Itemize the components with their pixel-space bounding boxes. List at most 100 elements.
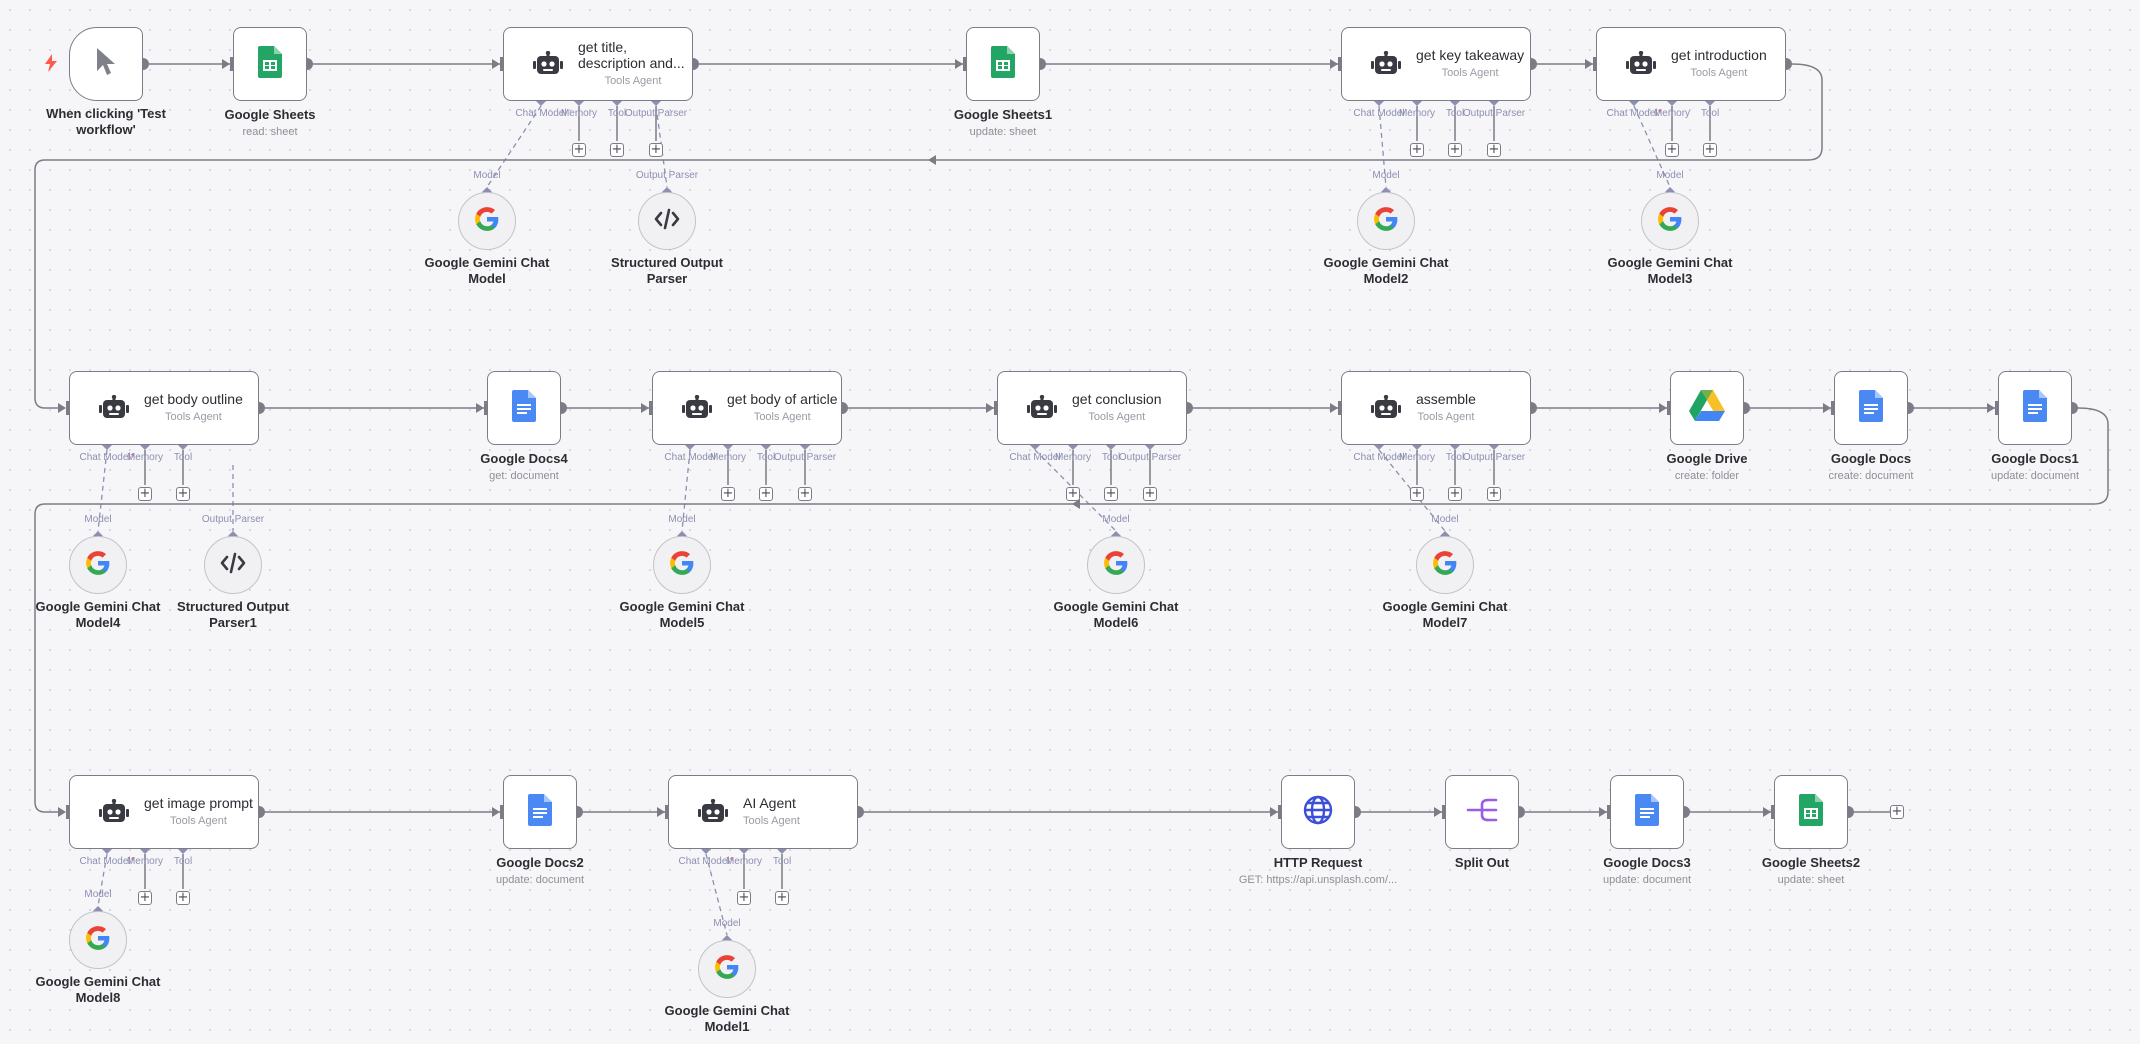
parser0-subnode[interactable]	[638, 192, 696, 250]
node-title: get image prompt	[144, 795, 253, 811]
port-label-text: Output Parser	[1462, 452, 1526, 463]
gem7-subnode[interactable]	[1416, 536, 1474, 594]
add-subnode-button[interactable]: +	[649, 142, 663, 157]
gem1-subnode[interactable]	[698, 940, 756, 998]
add-subnode-button[interactable]: +	[1143, 486, 1157, 501]
input-handle[interactable]	[1667, 401, 1671, 415]
input-handle[interactable]	[66, 805, 70, 819]
robot-icon	[1024, 395, 1060, 421]
docs-node[interactable]	[1834, 371, 1908, 445]
port-label: Output Parser	[635, 170, 699, 181]
docs1-node[interactable]	[1998, 371, 2072, 445]
gem6-subnode[interactable]	[1087, 536, 1145, 594]
gem5-subnode[interactable]	[653, 536, 711, 594]
node-title: Google Gemini Chat Model7	[1382, 599, 1508, 630]
port-label-text: Output Parser	[1462, 108, 1526, 119]
node-subtitle: update: sheet	[969, 126, 1037, 138]
add-subnode-button[interactable]: +	[759, 486, 773, 501]
arrow-head	[1270, 807, 1278, 817]
add-subnode-button[interactable]: +	[1410, 142, 1424, 157]
docs4-node[interactable]	[487, 371, 561, 445]
arrow-head	[58, 807, 66, 817]
gem2-subnode[interactable]	[1357, 192, 1415, 250]
add-subnode-button[interactable]: +	[176, 890, 190, 905]
docs2-node[interactable]	[503, 775, 577, 849]
subnode-connection	[1633, 105, 1671, 188]
port-label-text: Chat Model	[79, 452, 131, 463]
input-handle[interactable]	[665, 805, 669, 819]
add-subnode-button[interactable]: +	[1448, 142, 1462, 157]
required-mark: *	[130, 856, 135, 867]
docs3-node[interactable]	[1610, 775, 1684, 849]
input-handle[interactable]	[1442, 805, 1446, 819]
input-handle[interactable]	[500, 805, 504, 819]
google-g-icon	[85, 550, 111, 581]
add-subnode-button[interactable]: +	[1104, 486, 1118, 501]
input-handle[interactable]	[1831, 401, 1835, 415]
input-handle[interactable]	[1771, 805, 1775, 819]
port-label: Model	[84, 889, 112, 900]
add-subnode-button[interactable]: +	[1410, 486, 1424, 501]
add-subnode-button[interactable]: +	[610, 142, 624, 157]
required-mark: *	[130, 452, 135, 463]
sheets1-node[interactable]	[966, 27, 1040, 101]
node-title: Structured Output Parser	[611, 255, 723, 286]
port-label: Model	[713, 918, 741, 929]
input-handle[interactable]	[230, 57, 234, 71]
gem8-subnode[interactable]	[69, 911, 127, 969]
trigger-node[interactable]	[69, 27, 143, 101]
gem4-subnode[interactable]	[69, 536, 127, 594]
add-subnode-button[interactable]: +	[1487, 486, 1501, 501]
add-subnode-button[interactable]: +	[798, 486, 812, 501]
drive-node[interactable]	[1670, 371, 1744, 445]
input-handle[interactable]	[994, 401, 998, 415]
port-label-text: Memory	[709, 452, 747, 463]
add-subnode-button[interactable]: +	[1665, 142, 1679, 157]
sheets-node[interactable]	[233, 27, 307, 101]
input-handle[interactable]	[1995, 401, 1999, 415]
parser1-caption: Structured Output Parser1	[158, 599, 308, 631]
input-handle[interactable]	[1278, 805, 1282, 819]
parser1-subnode[interactable]	[204, 536, 262, 594]
input-handle[interactable]	[1593, 57, 1597, 71]
sheets2-node[interactable]	[1774, 775, 1848, 849]
input-handle[interactable]	[1338, 57, 1342, 71]
add-subnode-button[interactable]: +	[138, 890, 152, 905]
add-subnode-button[interactable]: +	[737, 890, 751, 905]
port-label-text: Output Parser	[773, 452, 837, 463]
input-handle[interactable]	[1338, 401, 1342, 415]
add-subnode-button[interactable]: +	[1066, 486, 1080, 501]
split-node[interactable]	[1445, 775, 1519, 849]
add-subnode-button[interactable]: +	[1487, 142, 1501, 157]
add-subnode-button[interactable]: +	[721, 486, 735, 501]
add-subnode-button[interactable]: +	[138, 486, 152, 501]
add-subnode-button[interactable]: +	[176, 486, 190, 501]
get-title-agent-node[interactable]: get title, description and...Tools Agent	[503, 27, 693, 101]
input-handle[interactable]	[649, 401, 653, 415]
add-subnode-button[interactable]: +	[1890, 804, 1904, 819]
add-subnode-button[interactable]: +	[775, 890, 789, 905]
gem3-subnode[interactable]	[1641, 192, 1699, 250]
node-title: get body of article	[727, 391, 838, 407]
gem0-subnode[interactable]	[458, 192, 516, 250]
http-node[interactable]	[1281, 775, 1355, 849]
input-handle[interactable]	[500, 57, 504, 71]
input-handle[interactable]	[963, 57, 967, 71]
input-handle[interactable]	[66, 401, 70, 415]
input-handle[interactable]	[1607, 805, 1611, 819]
parser0-caption: Structured Output Parser	[592, 255, 742, 287]
input-handle[interactable]	[484, 401, 488, 415]
add-subnode-button[interactable]: +	[572, 142, 586, 157]
add-subnode-button[interactable]: +	[1448, 486, 1462, 501]
add-subnode-button[interactable]: +	[1703, 142, 1717, 157]
